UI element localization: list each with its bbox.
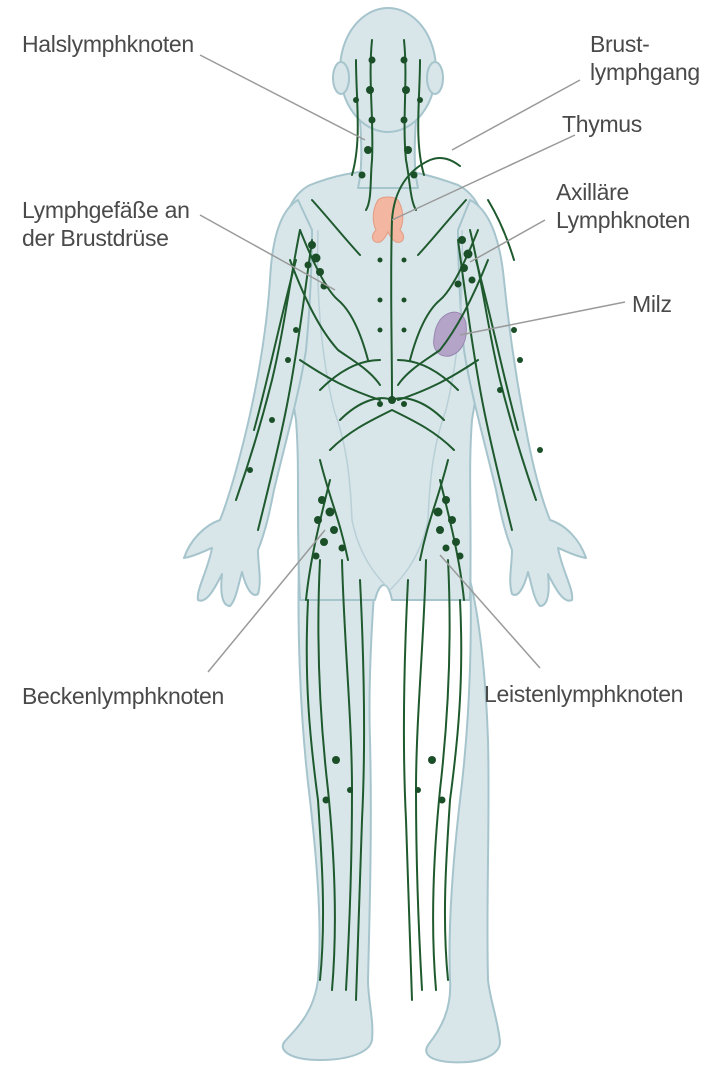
left-arm <box>184 200 312 606</box>
body-silhouette <box>184 8 586 1062</box>
head <box>340 8 436 132</box>
label-axillaere-lymphknoten: Axilläre Lymphknoten <box>556 178 690 234</box>
label-brustlymphgang: Brust- lymphgang <box>590 30 700 86</box>
label-leistenlymphknoten: Leistenlymphknoten <box>484 680 683 708</box>
label-beckenlymphknoten: Beckenlymphknoten <box>22 682 224 710</box>
label-lymphgefaesse: Lymphgefäße an der Brustdrüse <box>22 196 190 252</box>
label-thymus: Thymus <box>562 110 642 138</box>
right-leg <box>426 520 500 1062</box>
right-ear <box>427 62 443 94</box>
left-ear <box>333 62 349 94</box>
label-halslymphknoten: Halslymphknoten <box>22 30 194 58</box>
label-milz: Milz <box>632 290 672 318</box>
